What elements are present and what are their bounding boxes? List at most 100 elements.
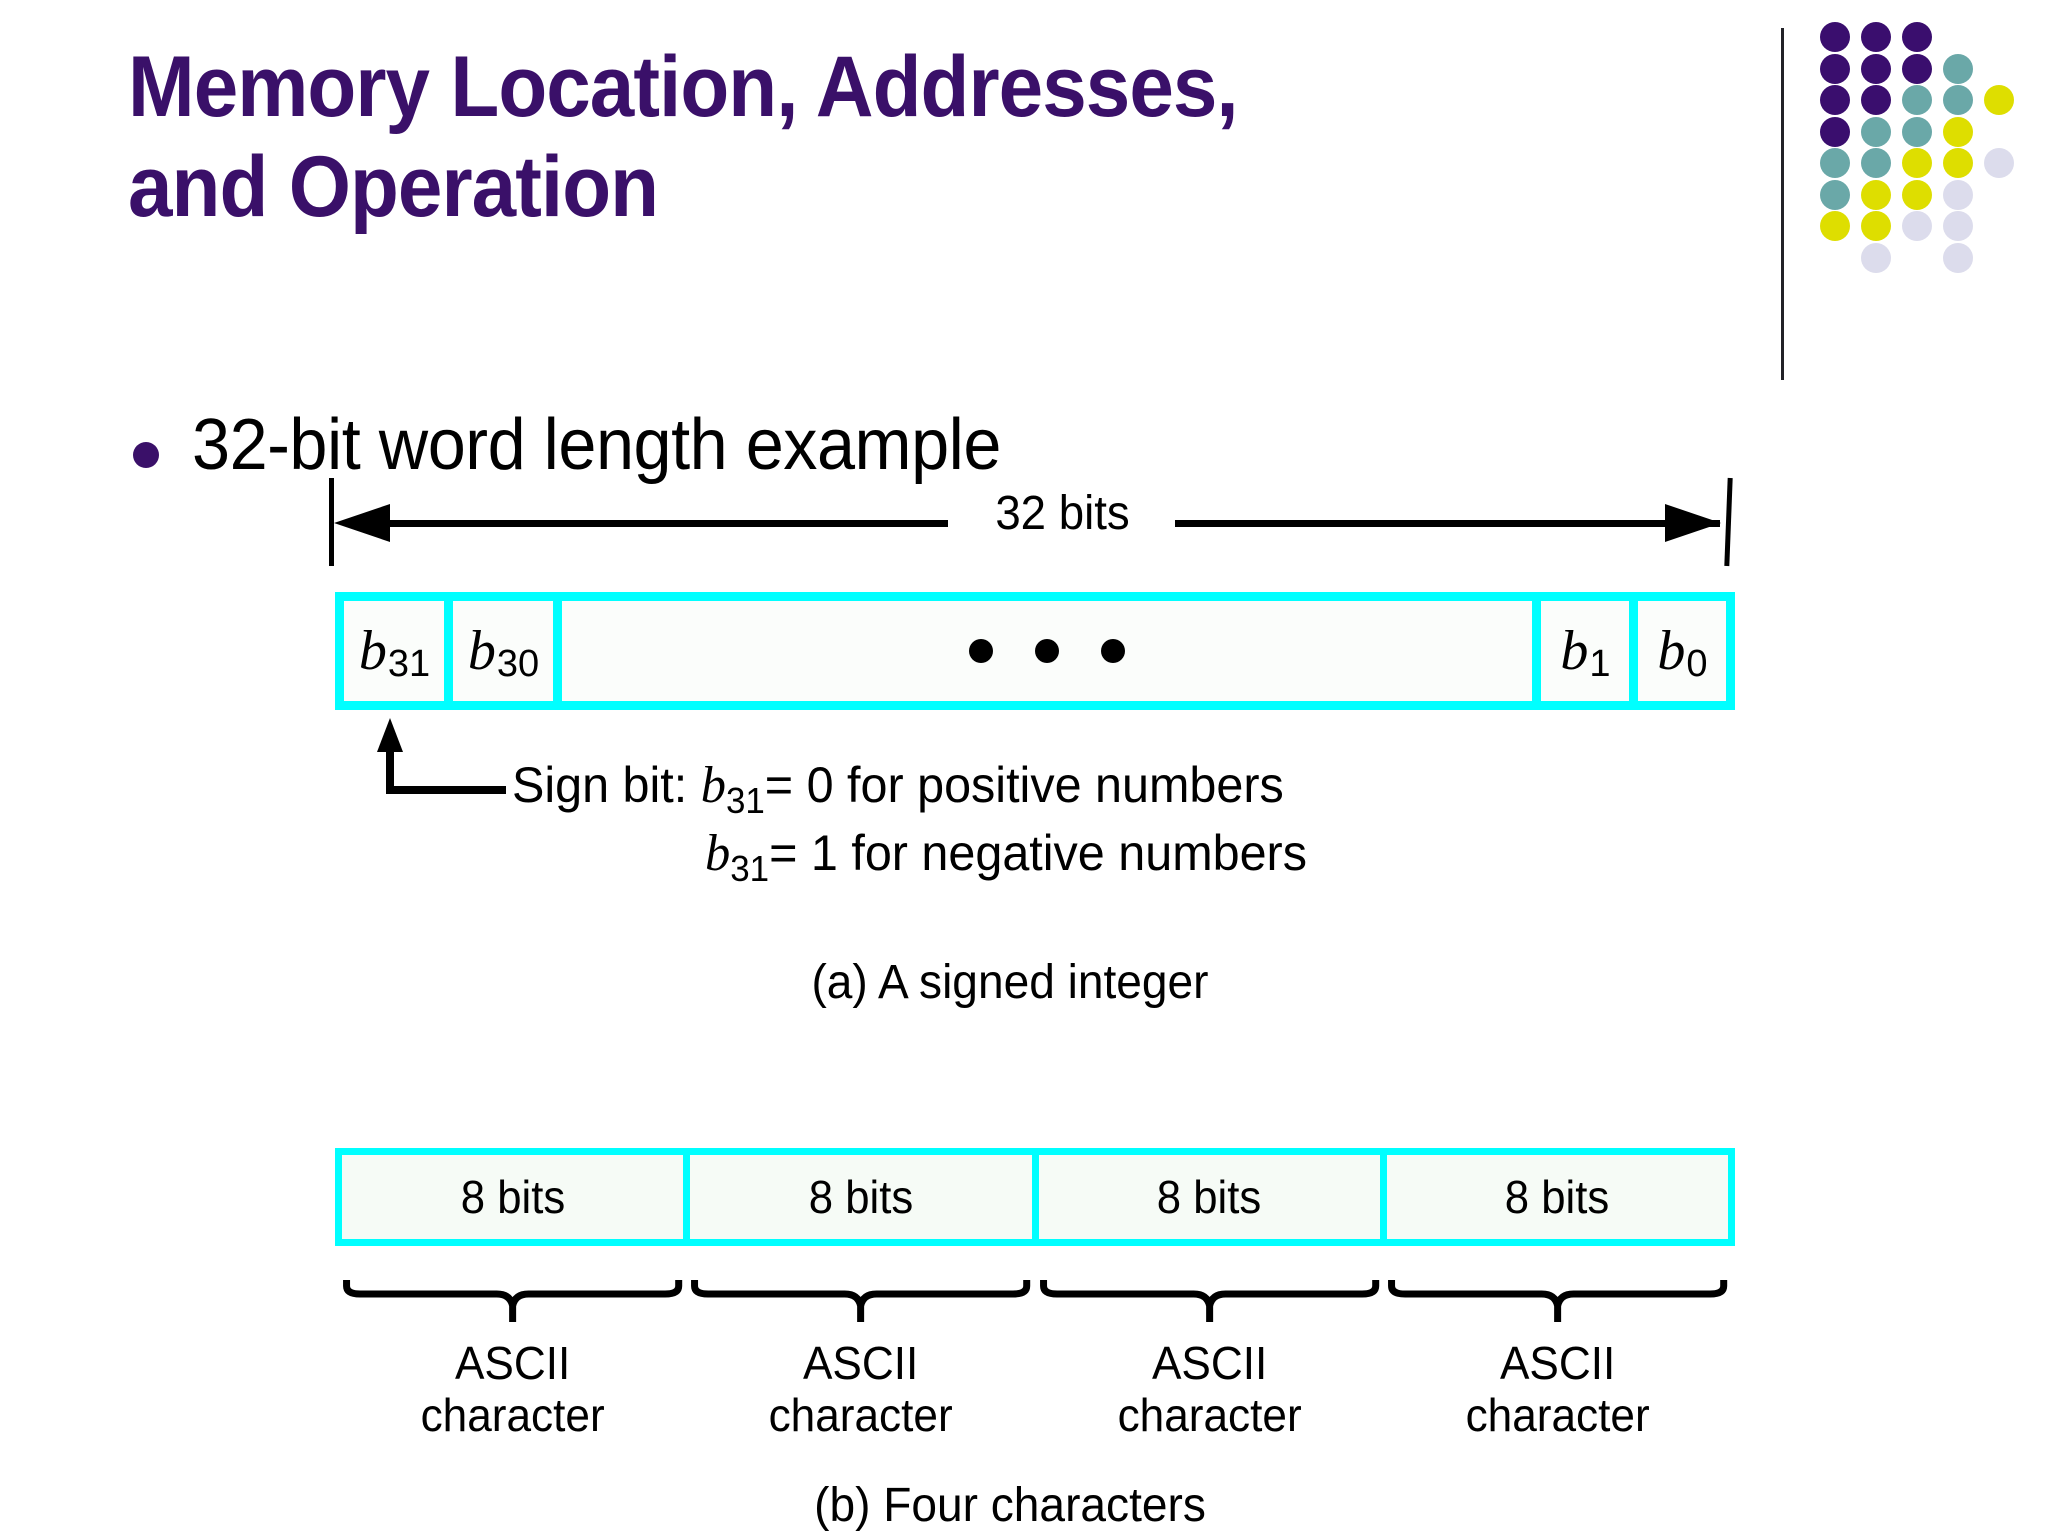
sign-bit-rest: = 0 for positive numbers (764, 757, 1284, 813)
logo-dot-teal (1902, 116, 1932, 147)
sign-bit-subscript: 31 (725, 780, 765, 821)
sign-bit-rest: = 1 for negative numbers (769, 825, 1307, 882)
curly-brace-icon (342, 1276, 683, 1330)
bit-cell-base: b (1560, 620, 1589, 682)
curly-brace-icon (690, 1276, 1031, 1330)
logo-dot-yellow (1861, 179, 1891, 210)
logo-dot-lavender (1902, 211, 1932, 241)
sign-bit-base: b (705, 825, 731, 883)
arrow-head-right-icon (1665, 504, 1721, 542)
dimension-line-right (1175, 520, 1720, 527)
ascii-label-line1: ASCII (1499, 1337, 1616, 1389)
logo-dot-teal (1902, 85, 1932, 115)
dimension-line-left (350, 520, 948, 527)
logo-dot-lavender (1861, 242, 1891, 273)
logo-dot-yellow (1902, 179, 1932, 210)
dimension-tick-left (329, 478, 334, 566)
logo-dot-purple (1902, 53, 1932, 84)
dot-matrix-logo (1820, 22, 2035, 273)
curly-brace-icon (1039, 1276, 1380, 1330)
logo-dot-yellow (1820, 211, 1850, 241)
ascii-character-label: ASCII character (342, 1337, 683, 1441)
ascii-label-line2: character (420, 1388, 605, 1441)
logo-dot-purple (1820, 116, 1850, 147)
logo-dot-yellow (1902, 148, 1932, 178)
logo-dot-purple (1820, 22, 1850, 52)
logo-dot-yellow (1861, 211, 1891, 241)
byte-cell-label: 8 bits (1156, 1171, 1262, 1223)
bit-cell-base: b (358, 620, 387, 682)
ascii-label-line1: ASCII (454, 1337, 571, 1389)
bullet-item-label: 32-bit word length example (192, 405, 1001, 485)
byte-cell: 8 bits (690, 1155, 1032, 1239)
logo-dot-purple (1861, 85, 1891, 115)
ascii-character-label: ASCII character (1039, 1337, 1380, 1441)
bit-cell-ellipsis (562, 601, 1532, 701)
sign-bit-leader-line (370, 718, 510, 800)
ascii-label-line2: character (768, 1388, 953, 1441)
ellipsis-dots-icon (969, 639, 1125, 663)
dimension-label: 32 bits (995, 487, 1130, 540)
logo-dot-teal (1820, 179, 1850, 210)
logo-dot-yellow (1943, 116, 1973, 147)
logo-dot-teal (1861, 148, 1891, 178)
logo-dot-lavender (1943, 242, 1973, 273)
figure-b-caption: (b) Four characters (814, 1479, 1206, 1532)
bit-cell-subscript: 0 (1686, 642, 1708, 685)
byte-cell: 8 bits (1386, 1155, 1728, 1239)
byte-cell: 8 bits (342, 1155, 684, 1239)
bit-cell-subscript: 1 (1589, 642, 1611, 685)
leader-horizontal-segment (386, 786, 506, 794)
sign-bit-note: Sign bit: b31= 0 for positive numbers b3… (512, 757, 1332, 894)
figure-a-caption: (a) A signed integer (811, 956, 1209, 1009)
byte-cell-label: 8 bits (1505, 1171, 1610, 1223)
dimension-tick-right (1724, 477, 1733, 567)
dimension-arrow-32bits: 32 bits (320, 470, 1750, 575)
logo-dot-purple (1902, 22, 1932, 52)
sign-bit-subscript: 31 (730, 848, 770, 890)
logo-dot-purple (1861, 53, 1891, 84)
ascii-character-label: ASCII character (1387, 1337, 1728, 1441)
ascii-label-line2: character (1465, 1388, 1650, 1441)
ascii-character-label: ASCII character (690, 1337, 1031, 1441)
byte-cell-label: 8 bits (808, 1171, 914, 1223)
logo-dot-teal (1820, 148, 1850, 178)
bit-cell-subscript: 31 (387, 642, 431, 685)
bit-cell-base: b (1657, 620, 1686, 682)
ascii-label-line1: ASCII (803, 1337, 919, 1389)
ascii-label-line2: character (1117, 1388, 1302, 1441)
leader-vertical-segment (386, 744, 394, 794)
bullet-marker-icon (133, 442, 159, 468)
page-title: Memory Location, Addresses, and Operatio… (128, 39, 1239, 235)
ascii-label-row: ASCII character ASCII character ASCII ch… (335, 1337, 1735, 1441)
logo-dot-lavender (1943, 211, 1973, 241)
logo-dot-yellow (1943, 148, 1973, 178)
logo-dot-teal (1943, 85, 1973, 115)
byte-row: 8 bits 8 bits 8 bits 8 bits (335, 1148, 1735, 1246)
header-divider-rule (1781, 28, 1784, 380)
sign-bit-prefix: Sign bit: (512, 757, 701, 813)
logo-dot-lavender (1984, 148, 2014, 178)
curly-brace-icon (1387, 1276, 1728, 1330)
bit-cell-subscript: 30 (496, 642, 540, 685)
sign-bit-base: b (700, 757, 726, 814)
logo-dot-purple (1861, 22, 1891, 52)
logo-dot-purple (1820, 85, 1850, 115)
sign-bit-note-line-1: Sign bit: b31= 0 for positive numbers (512, 757, 1307, 820)
logo-dot-purple (1820, 53, 1850, 84)
bit-cell-base: b (467, 620, 496, 682)
byte-cell-label: 8 bits (460, 1171, 565, 1223)
byte-cell: 8 bits (1038, 1155, 1380, 1239)
brace-row (335, 1276, 1735, 1336)
logo-dot-teal (1943, 53, 1973, 84)
sign-bit-note-line-2: b31= 1 for negative numbers (512, 825, 1307, 889)
ascii-label-line1: ASCII (1151, 1337, 1267, 1389)
logo-dot-yellow (1984, 85, 2014, 115)
logo-dot-teal (1861, 116, 1891, 147)
